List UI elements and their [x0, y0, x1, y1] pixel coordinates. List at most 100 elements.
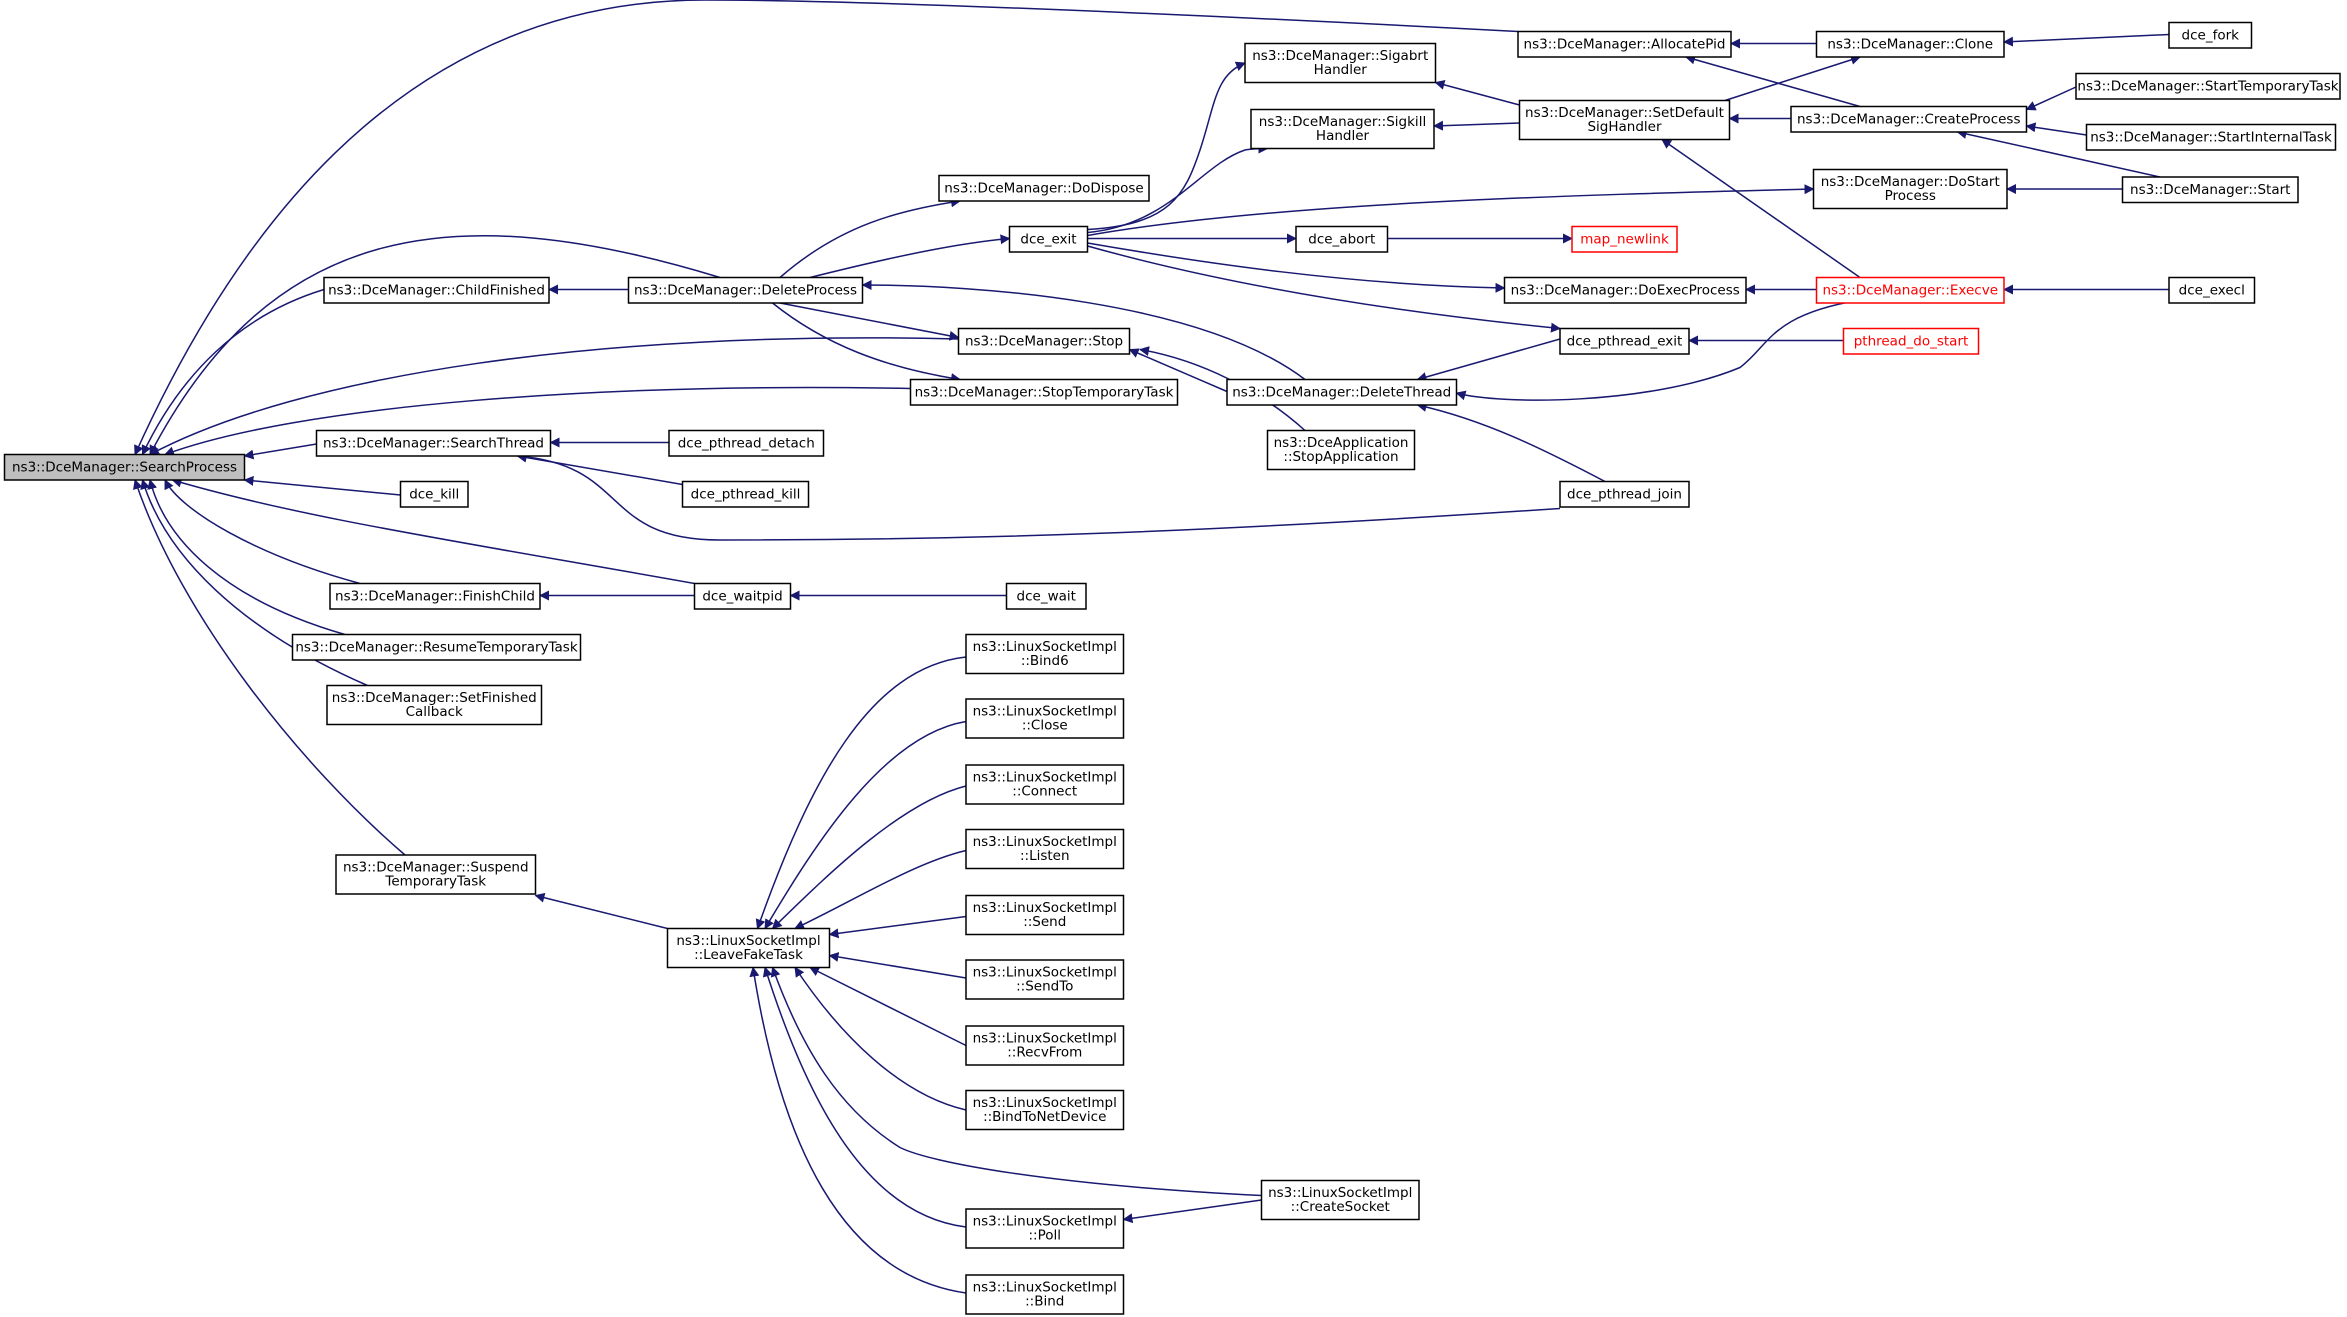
edge-startinternaltask-to-createprocess [2025, 122, 2087, 136]
node-box [1842, 327, 1980, 355]
node-listen[interactable]: ns3::LinuxSocketImpl::Listen [965, 828, 1125, 870]
node-allocatepid[interactable]: ns3::DceManager::AllocatePid [1517, 30, 1732, 58]
edge-deletethread-to-dce_pthread_exit [1416, 338, 1561, 382]
node-map_newlink[interactable]: map_newlink [1571, 225, 1678, 253]
node-box [1244, 42, 1437, 84]
edge-stoptemporarytask-to-searchprocess [164, 386, 911, 457]
node-box [1559, 480, 1690, 508]
node-dce_fork[interactable]: dce_fork [2168, 21, 2253, 49]
node-label: ns3::DceManager::Stop [965, 333, 1123, 349]
node-clone[interactable]: ns3::DceManager::Clone [1815, 30, 2005, 58]
node-label: ns3::DceManager::CreateProcess [1797, 111, 2021, 127]
edge-suspendtemporarytask-to-leavefaketask [534, 892, 668, 930]
node-dce_kill[interactable]: dce_kill [399, 480, 469, 508]
node-execve[interactable]: ns3::DceManager::Execve [1815, 276, 2005, 304]
node-bind6[interactable]: ns3::LinuxSocketImpl::Bind6 [965, 633, 1125, 675]
node-childfinished[interactable]: ns3::DceManager::ChildFinished [323, 276, 550, 304]
node-deleteprocess[interactable]: ns3::DceManager::DeleteProcess [627, 276, 864, 304]
node-finishchild[interactable]: ns3::DceManager::FinishChild [329, 582, 541, 610]
node-box [681, 480, 810, 508]
edge-deletethread-to-dce_pthread_join [1416, 402, 1606, 483]
node-label: ns3::DceManager::StopTemporaryTask [915, 384, 1174, 400]
node-dce_pthread_join[interactable]: dce_pthread_join [1559, 480, 1690, 508]
node-box [938, 174, 1150, 202]
edge-leavefaketask-to-send [828, 915, 967, 939]
node-start[interactable]: ns3::DceManager::Start [2121, 176, 2299, 204]
node-label: ns3::DceManager::StartTemporaryTask [2077, 78, 2338, 94]
node-stopapplication[interactable]: ns3::DceApplication::StopApplication [1266, 429, 1416, 471]
edge-deleteprocess-to-stoptemporarytask [772, 302, 961, 384]
node-label: dce_exit [1020, 231, 1076, 247]
node-box [1008, 225, 1089, 253]
node-startinternaltask[interactable]: ns3::DceManager::StartInternalTask [2085, 123, 2337, 151]
edge-dce_exit-to-doexecprocess [1087, 242, 1506, 293]
node-label: ns3::DceManager::DoExecProcess [1511, 282, 1740, 298]
node-doexecprocess[interactable]: ns3::DceManager::DoExecProcess [1503, 276, 1747, 304]
node-label: ns3::DceManager::SetDefault [1525, 105, 1724, 121]
node-label: dce_kill [409, 486, 459, 502]
node-dce_pthread_kill[interactable]: dce_pthread_kill [681, 480, 810, 508]
node-sendto[interactable]: ns3::LinuxSocketImpl::SendTo [965, 959, 1125, 1000]
node-searchprocess[interactable]: ns3::DceManager::SearchProcess [3, 453, 246, 481]
node-dce_exit[interactable]: dce_exit [1008, 225, 1089, 253]
node-connect[interactable]: ns3::LinuxSocketImpl::Connect [965, 764, 1125, 805]
node-label: ns3::DceManager::FinishChild [335, 588, 535, 604]
node-send[interactable]: ns3::LinuxSocketImpl::Send [965, 894, 1125, 936]
node-starttemporarytask[interactable]: ns3::DceManager::StartTemporaryTask [2075, 72, 2341, 100]
node-close[interactable]: ns3::LinuxSocketImpl::Close [965, 698, 1125, 739]
node-createsocket[interactable]: ns3::LinuxSocketImpl::CreateSocket [1260, 1179, 1420, 1221]
node-label: Callback [406, 704, 463, 720]
edge-leavefaketask-to-connect [771, 785, 967, 930]
node-recvfrom[interactable]: ns3::LinuxSocketImpl::RecvFrom [965, 1025, 1125, 1066]
node-dce_execl[interactable]: dce_execl [2168, 276, 2256, 304]
node-box [965, 1274, 1125, 1315]
node-label: ns3::LinuxSocketImpl [973, 639, 1117, 655]
node-label: ns3::LinuxSocketImpl [973, 1031, 1117, 1047]
node-label: ns3::DceManager::SearchProcess [12, 459, 237, 475]
node-bind[interactable]: ns3::LinuxSocketImpl::Bind [965, 1274, 1125, 1315]
node-label: SigHandler [1587, 119, 1661, 135]
node-box [3, 453, 246, 481]
node-dce_pthread_exit[interactable]: dce_pthread_exit [1559, 327, 1690, 355]
node-dce_pthread_detach[interactable]: dce_pthread_detach [668, 429, 825, 457]
node-leavefaketask[interactable]: ns3::LinuxSocketImpl::LeaveFakeTask [666, 927, 831, 969]
node-label: ns3::LinuxSocketImpl [973, 900, 1117, 916]
node-dce_abort[interactable]: dce_abort [1295, 225, 1389, 253]
node-bindtonetdevice[interactable]: ns3::LinuxSocketImpl::BindToNetDevice [965, 1089, 1125, 1131]
node-box [965, 894, 1125, 936]
edges-layer [133, 0, 2170, 1294]
node-box [2075, 72, 2341, 100]
node-stoptemporarytask[interactable]: ns3::DceManager::StopTemporaryTask [909, 378, 1179, 406]
node-box [965, 633, 1125, 675]
edge-poll-to-createsocket [1122, 1199, 1262, 1224]
node-deletethread[interactable]: ns3::DceManager::DeleteThread [1226, 378, 1458, 406]
edge-dce_fork-to-clone [2003, 33, 2170, 47]
node-dce_wait[interactable]: dce_wait [1005, 582, 1087, 610]
node-poll[interactable]: ns3::LinuxSocketImpl::Poll [965, 1208, 1125, 1249]
node-box [965, 1208, 1125, 1249]
node-label: dce_pthread_detach [678, 435, 815, 451]
node-pthread_do_start[interactable]: pthread_do_start [1842, 327, 1980, 355]
edge-deleteprocess-to-searchprocess [149, 234, 721, 456]
node-createprocess[interactable]: ns3::DceManager::CreateProcess [1790, 105, 2028, 133]
node-dce_waitpid[interactable]: dce_waitpid [693, 582, 792, 610]
node-label: ns3::DceManager::StartInternalTask [2090, 129, 2332, 145]
node-box [627, 276, 864, 304]
edge-createprocess-to-allocatepid [1685, 54, 1861, 108]
node-searchthread[interactable]: ns3::DceManager::SearchThread [315, 429, 552, 457]
node-resumetemporarytask[interactable]: ns3::DceManager::ResumeTemporaryTask [291, 633, 582, 661]
node-dodispose[interactable]: ns3::DceManager::DoDispose [938, 174, 1150, 202]
node-label: dce_pthread_kill [691, 486, 801, 502]
node-stop[interactable]: ns3::DceManager::Stop [957, 327, 1131, 355]
node-label: ::Bind [1025, 1294, 1064, 1310]
edge-setdefault-to-sigabrt [1434, 79, 1520, 106]
node-label: ::Listen [1020, 848, 1070, 864]
node-box [1226, 378, 1458, 406]
node-label: map_newlink [1580, 231, 1669, 247]
